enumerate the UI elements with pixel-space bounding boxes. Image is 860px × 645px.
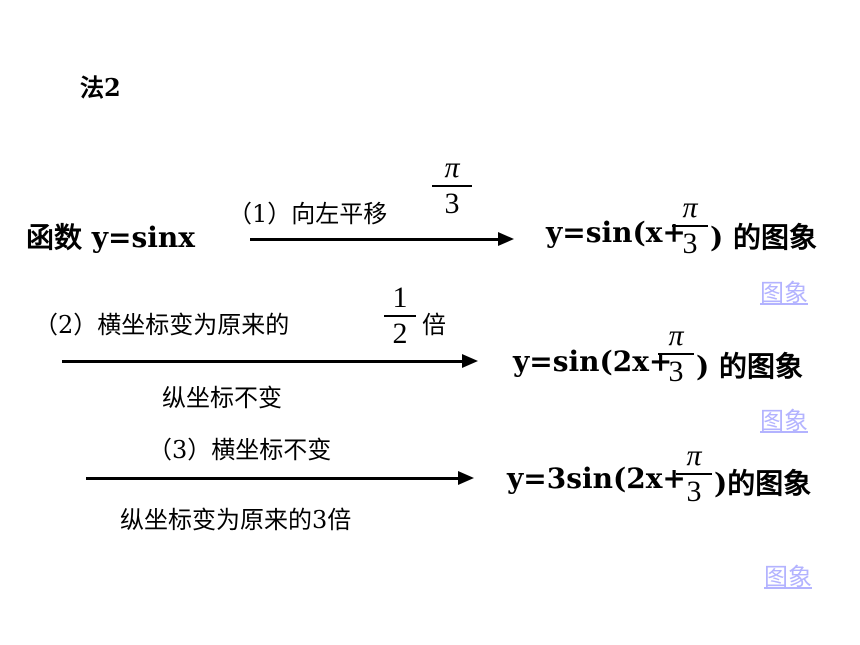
step3-condition: 纵坐标变为原来的3倍 [120,506,352,534]
fraction-bar [672,225,708,227]
step2-condition: 纵坐标不变 [162,384,282,412]
graph-link-1[interactable]: 图象 [760,279,808,307]
fraction-bar [676,473,712,475]
fraction-numerator: π [682,191,698,224]
result1-suffix: ) 的图象 [710,221,817,254]
fraction-denominator: 2 [392,317,408,350]
graph-link-3[interactable]: 图象 [764,563,812,591]
fraction-bar [432,185,472,187]
start-function: 函数 y=sinx [26,221,195,254]
fraction-bar [658,353,694,355]
method-title: 法2 [80,73,121,102]
result3-fraction: π 3 [676,440,712,508]
result3-suffix: )的图象 [714,467,812,500]
step2-arrow [62,354,478,368]
graph-link-2[interactable]: 图象 [760,407,808,435]
result3-prefix: y=3sin(2x+ [507,462,686,495]
step3-label: （3）横坐标不变 [148,436,332,464]
result1-prefix: y=sin(x+ [546,216,686,249]
fraction-denominator: 3 [444,187,460,220]
result2-fraction: π 3 [658,320,694,388]
fraction-numerator: 1 [392,281,408,314]
step2-scale-fraction: 1 2 [384,282,416,350]
step1-shift-fraction: π 3 [432,152,472,220]
fraction-denominator: 3 [686,475,702,508]
fraction-numerator: π [444,151,460,184]
fraction-bar [384,315,416,317]
fraction-numerator: π [668,319,684,352]
fraction-numerator: π [686,439,702,472]
step3-arrow [86,471,474,485]
fraction-denominator: 3 [682,227,698,260]
result1-fraction: π 3 [672,192,708,260]
step1-arrow [250,232,514,246]
result2-suffix: ) 的图象 [696,350,803,383]
step2-label: （2）横坐标变为原来的 [34,311,290,339]
fraction-denominator: 3 [668,355,684,388]
step1-label: （1）向左平移 [228,200,388,228]
step2-label-suffix: 倍 [422,311,446,339]
result2-prefix: y=sin(2x+ [513,345,673,378]
